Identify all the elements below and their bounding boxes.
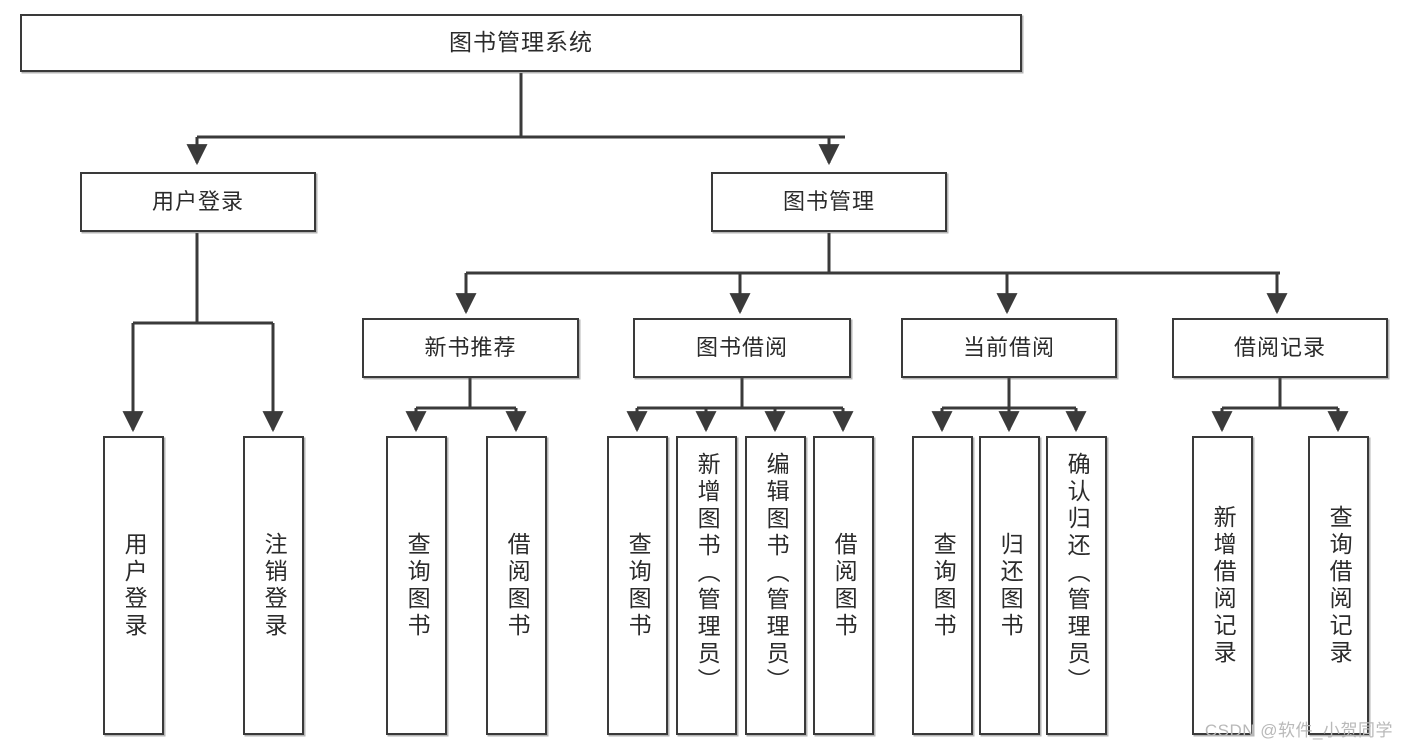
node-root-book-management-system[interactable]: 图书管理系统 [20, 14, 1022, 72]
node-leaf-query-borrow-record[interactable]: 查询借阅记录 [1308, 436, 1369, 735]
node-label: 新增图书（管理员） [694, 452, 721, 695]
node-label: 编辑图书（管理员） [763, 452, 790, 695]
node-new-book-recommend[interactable]: 新书推荐 [362, 318, 579, 378]
node-label: 用户登录 [121, 531, 148, 640]
node-label: 查询图书 [404, 531, 431, 640]
node-leaf-query-book-recommend[interactable]: 查询图书 [386, 436, 447, 735]
node-leaf-edit-book-admin[interactable]: 编辑图书（管理员） [745, 436, 806, 735]
node-label: 注销登录 [261, 531, 288, 640]
node-leaf-query-book-borrow[interactable]: 查询图书 [607, 436, 668, 735]
node-leaf-add-book-admin[interactable]: 新增图书（管理员） [676, 436, 737, 735]
node-label: 图书管理 [782, 189, 875, 215]
node-label: 图书管理系统 [449, 29, 593, 56]
node-label: 借阅图书 [831, 531, 858, 640]
node-current-borrow[interactable]: 当前借阅 [901, 318, 1117, 378]
node-label: 查询图书 [625, 531, 652, 640]
node-user-login[interactable]: 用户登录 [80, 172, 316, 232]
node-leaf-query-book-current[interactable]: 查询图书 [912, 436, 973, 735]
node-label: 图书借阅 [695, 335, 788, 361]
node-label: 归还图书 [997, 531, 1024, 640]
node-leaf-borrow-book-recommend[interactable]: 借阅图书 [486, 436, 547, 735]
node-label: 借阅记录 [1233, 335, 1326, 361]
node-label: 查询图书 [930, 531, 957, 640]
node-label: 新增借阅记录 [1210, 504, 1237, 667]
node-leaf-add-borrow-record[interactable]: 新增借阅记录 [1192, 436, 1253, 735]
node-book-borrow[interactable]: 图书借阅 [633, 318, 851, 378]
node-leaf-borrow-book[interactable]: 借阅图书 [813, 436, 874, 735]
node-leaf-confirm-return-admin[interactable]: 确认归还（管理员） [1046, 436, 1107, 735]
node-leaf-return-book[interactable]: 归还图书 [979, 436, 1040, 735]
node-book-management[interactable]: 图书管理 [711, 172, 947, 232]
node-leaf-user-login[interactable]: 用户登录 [103, 436, 164, 735]
node-label: 当前借阅 [962, 335, 1055, 361]
node-label: 确认归还（管理员） [1064, 452, 1091, 695]
node-label: 查询借阅记录 [1326, 504, 1353, 667]
node-label: 新书推荐 [424, 335, 517, 361]
node-borrow-record[interactable]: 借阅记录 [1172, 318, 1388, 378]
node-label: 用户登录 [151, 189, 244, 215]
node-label: 借阅图书 [504, 531, 531, 640]
node-leaf-logout[interactable]: 注销登录 [243, 436, 304, 735]
